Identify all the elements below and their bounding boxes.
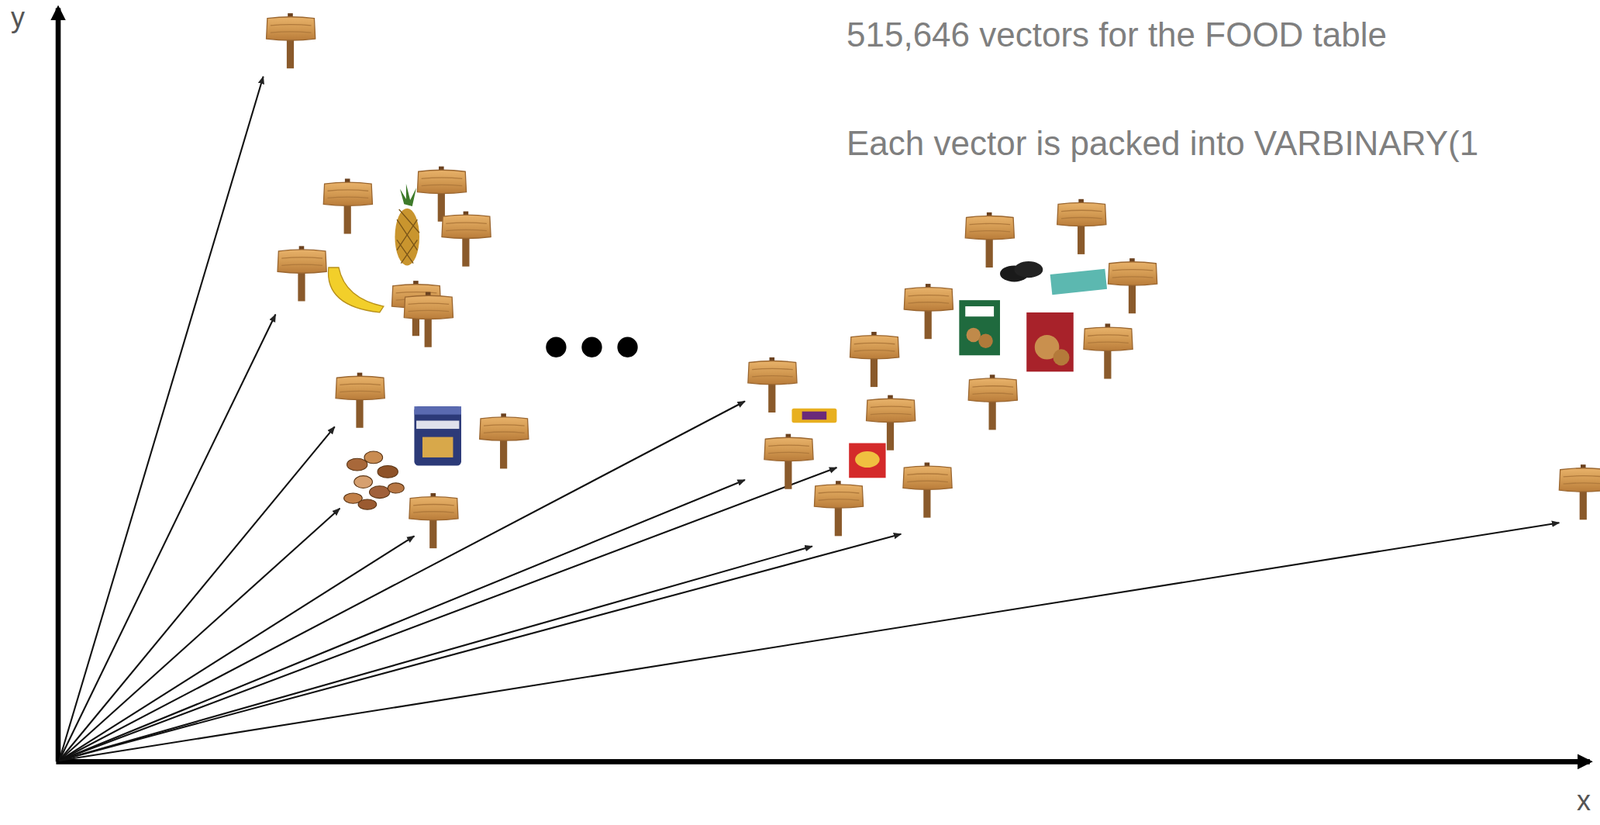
note-text: Each vector is packed into VARBINARY(1 [846, 124, 1479, 164]
axis-label: y [10, 1, 25, 34]
note-text: 515,646 vectors for the FOOD table [846, 15, 1387, 56]
axis-label: x [1576, 784, 1591, 817]
